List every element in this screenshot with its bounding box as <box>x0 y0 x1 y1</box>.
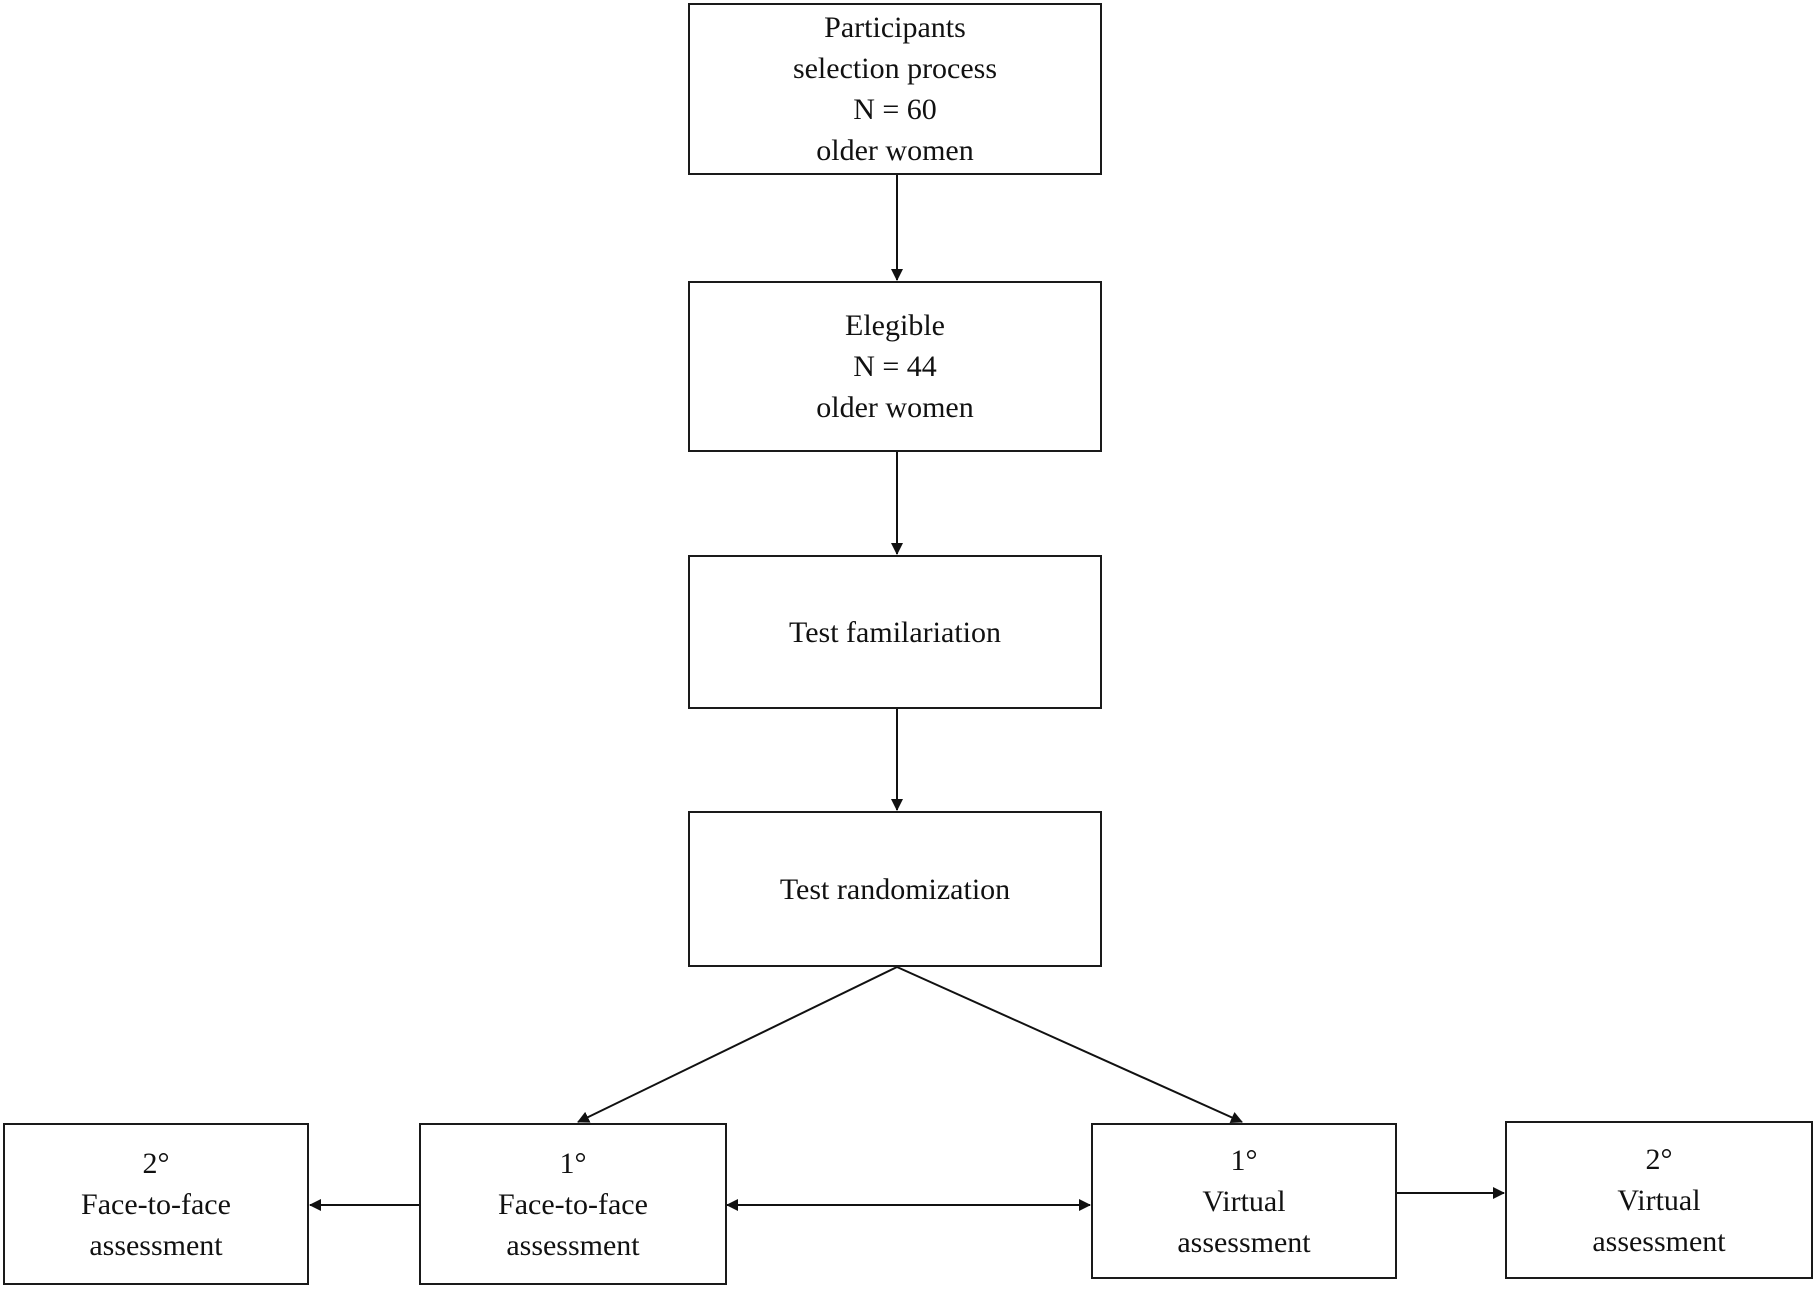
box-line: selection process <box>792 52 998 85</box>
box-line: Test familariation <box>789 615 1001 649</box>
box-line: Virtual <box>1202 1184 1286 1218</box>
box-line: Test randomization <box>779 872 1011 906</box>
box-line: assessment <box>1592 1224 1726 1258</box>
box-line: N = 44 <box>853 350 937 383</box>
box-line: Virtual <box>1617 1183 1701 1217</box>
box-line: Participants <box>824 11 966 44</box>
box-line: 1° <box>1230 1143 1258 1177</box>
box-eligible: Elegible N = 44 older women <box>688 281 1102 452</box>
box-line: assessment <box>89 1228 223 1262</box>
box-test-randomization: Test randomization <box>688 811 1102 967</box>
box-line: 2° <box>1645 1142 1673 1176</box>
box-line: Face-to-face <box>498 1187 648 1221</box>
box-line: assessment <box>1177 1225 1311 1259</box>
box-line: N = 60 <box>853 93 937 126</box>
arrow-randomization-to-face-first <box>577 966 898 1123</box>
box-line: older women <box>816 134 974 167</box>
box-line: Face-to-face <box>81 1187 231 1221</box>
arrow-randomization-to-virtual-first <box>896 966 1243 1123</box>
box-line: older women <box>816 391 974 424</box>
box-line: assessment <box>506 1228 640 1262</box>
box-face-to-face-first: 1° Face-to-face assessment <box>419 1123 727 1285</box>
box-virtual-second: 2° Virtual assessment <box>1505 1121 1813 1279</box>
box-test-familiarization: Test familariation <box>688 555 1102 709</box>
box-virtual-first: 1° Virtual assessment <box>1091 1123 1397 1279</box>
box-face-to-face-second: 2° Face-to-face assessment <box>3 1123 309 1285</box>
box-line: Elegible <box>845 309 945 342</box>
box-line: 2° <box>142 1146 170 1180</box>
box-line: 1° <box>559 1146 587 1180</box>
box-selection-process: Participants selection process N = 60 ol… <box>688 3 1102 175</box>
